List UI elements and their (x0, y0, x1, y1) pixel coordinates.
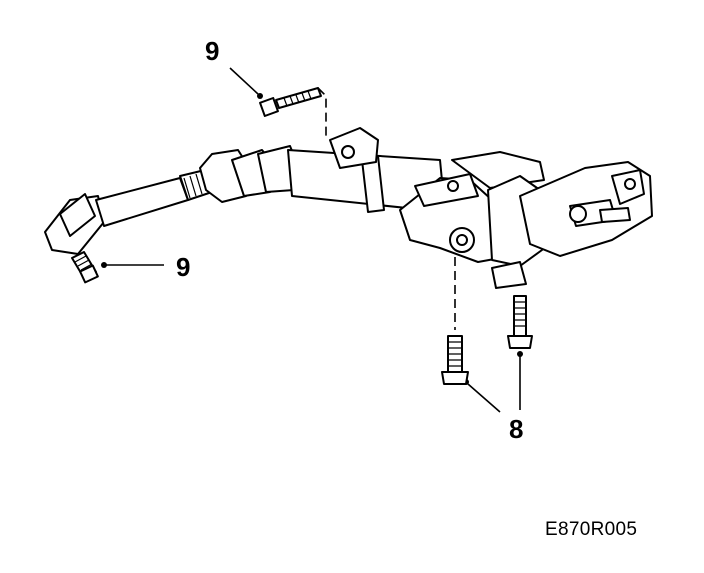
bolt-lower-left (71, 251, 99, 284)
diagram-code: E870R005 (545, 519, 638, 540)
bolt-lower-center (441, 335, 469, 385)
intermediate-shaft (44, 145, 301, 255)
callout-9-lower: 9 (176, 252, 191, 282)
callout-9-upper: 9 (205, 36, 220, 66)
leader-lines (101, 67, 523, 413)
bolt-upper (259, 87, 322, 117)
callout-8: 8 (509, 414, 524, 444)
column-tube (287, 127, 446, 213)
bolt-lower-right (507, 295, 533, 349)
upper-housing (519, 161, 653, 257)
